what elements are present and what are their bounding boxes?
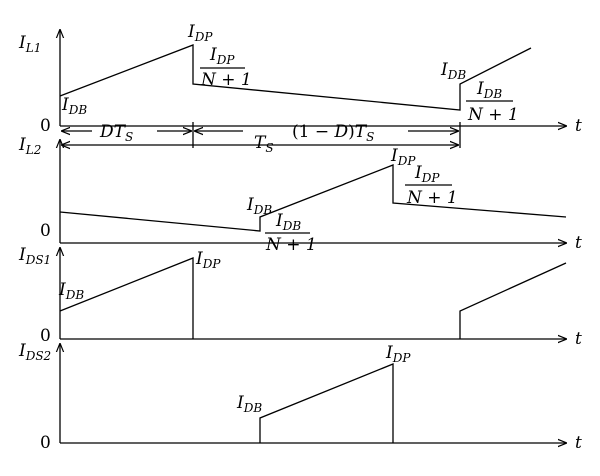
il1-idb-end-label: IDB xyxy=(440,60,466,82)
il2-zero-label: 0 xyxy=(40,221,51,241)
ids2-axis-label: IDS2 xyxy=(18,341,51,363)
ids2-t-label: t xyxy=(575,433,582,453)
ids2-waveform xyxy=(259,363,394,443)
il1-idp-label: IDP xyxy=(187,22,213,44)
il2-axis-label: IL2 xyxy=(18,135,41,157)
ids1-zero-label: 0 xyxy=(40,326,51,346)
ids2-idb-label: IDB xyxy=(236,393,262,415)
il1-idb-fraction: IDB N + 1 xyxy=(466,79,519,125)
il1-idb-start-label: IDB xyxy=(61,95,87,117)
il2-idp-label: IDP xyxy=(390,146,416,168)
panel-il1: IL1 0 t IDP IDB IDP N + 1 IDB IDB N + 1 xyxy=(18,22,582,136)
ids1-idp-label: IDP xyxy=(195,249,221,271)
svg-text:IDB: IDB xyxy=(476,79,502,101)
il1-waveform xyxy=(59,44,532,111)
il2-t-label: t xyxy=(575,233,582,253)
il1-axis-label: IL1 xyxy=(18,33,41,55)
ids1-waveform-on2 xyxy=(459,262,567,339)
il2-idp-fraction: IDP N + 1 xyxy=(405,163,458,208)
timing-dimensions: DTS (1 − D)TS TS xyxy=(62,122,461,155)
svg-text:IDP: IDP xyxy=(209,45,235,67)
svg-text:N + 1: N + 1 xyxy=(406,188,458,208)
svg-text:N + 1: N + 1 xyxy=(265,235,317,255)
svg-text:IDB: IDB xyxy=(275,211,301,233)
ids2-zero-label: 0 xyxy=(40,433,51,453)
panel-il2: IL2 0 t IDB IDB N + 1 IDP IDP N + 1 xyxy=(18,135,582,255)
panel-ids2: IDS2 0 t IDP IDB xyxy=(18,341,582,453)
il2-idb-label: IDB xyxy=(246,195,272,217)
il2-idb-fraction: IDB N + 1 xyxy=(265,211,317,255)
ids1-t-label: t xyxy=(575,329,582,349)
ts-label: TS xyxy=(254,133,274,155)
panel-ids1: IDS1 0 t IDP IDB xyxy=(18,245,582,349)
il1-t-label: t xyxy=(575,116,582,136)
ids1-idb-label: IDB xyxy=(58,280,84,302)
ids1-axis-label: IDS1 xyxy=(18,245,51,267)
il1-idp-fraction: IDP N + 1 xyxy=(200,45,252,90)
il1-zero-label: 0 xyxy=(40,116,51,136)
dts-label: DTS xyxy=(99,122,133,144)
il2-waveform xyxy=(59,164,567,232)
svg-text:IDP: IDP xyxy=(414,163,440,185)
ids1-waveform-on1 xyxy=(59,257,194,339)
ids2-idp-label: IDP xyxy=(385,343,411,365)
svg-text:N + 1: N + 1 xyxy=(200,70,252,90)
svg-text:N + 1: N + 1 xyxy=(467,105,519,125)
one-minus-d-ts-label: (1 − D)TS xyxy=(292,122,374,144)
